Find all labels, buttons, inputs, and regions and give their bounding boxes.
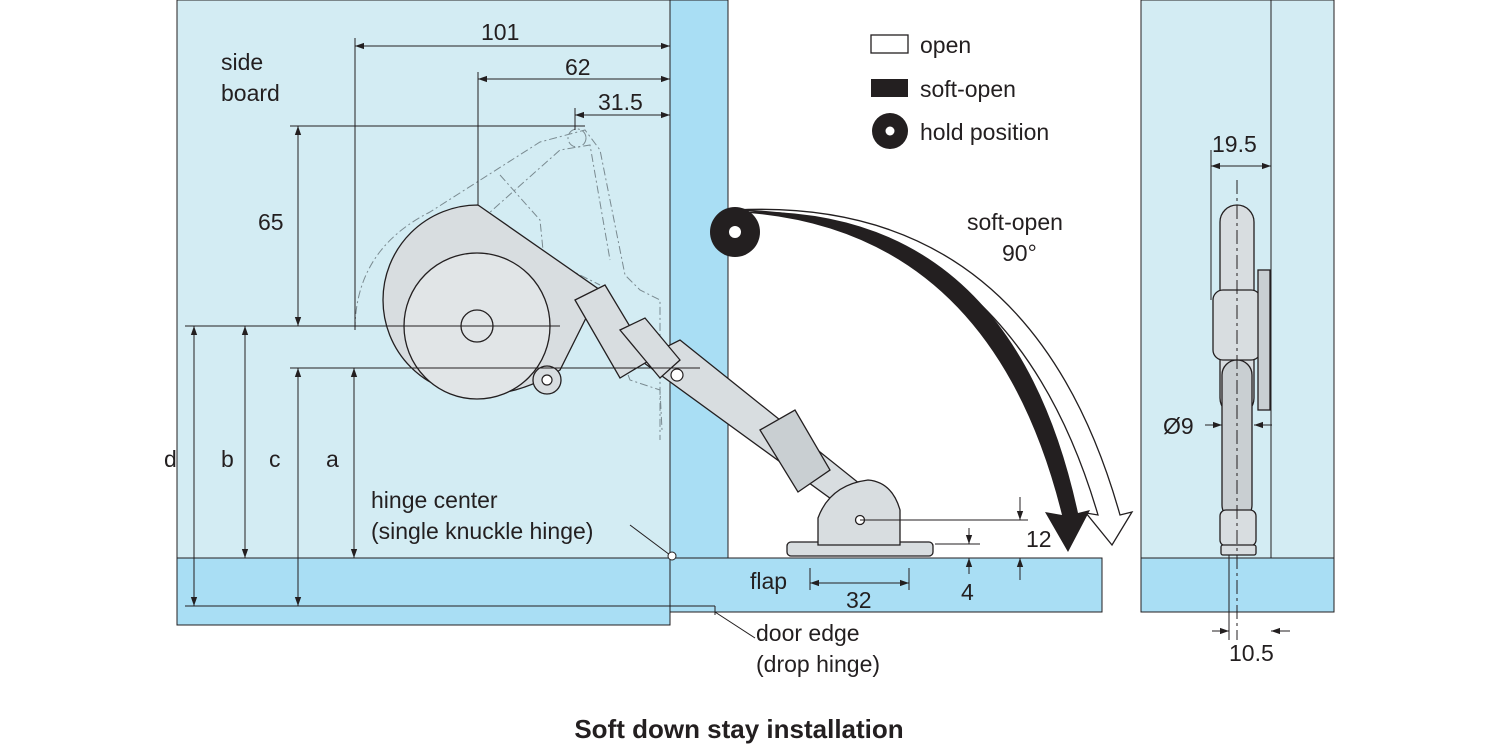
dim-b: b: [221, 446, 234, 472]
diagram-caption: Soft down stay installation: [574, 714, 903, 744]
flap-label: flap: [750, 568, 787, 594]
ghost-mechanism-outline: [354, 128, 663, 440]
hinge-center-label-line1: hinge center: [371, 487, 498, 513]
hinge-center-label-line2: (single knuckle hinge): [371, 518, 593, 544]
legend-soft-open-swatch: [871, 79, 908, 97]
flap-panel: [669, 557, 1103, 613]
dim-19-5: 19.5: [1212, 131, 1257, 157]
door-edge-label-line1: door edge: [756, 620, 860, 646]
soft-open-angle-line1: soft-open: [967, 209, 1063, 235]
cabinet-side-panel: [669, 0, 729, 559]
mechanism-body: [382, 204, 934, 557]
legend-hold-position-label: hold position: [920, 119, 1049, 145]
dimension-lines: [185, 38, 1290, 640]
side-view-panel-strip: [1270, 0, 1335, 559]
legend-soft-open-label: soft-open: [920, 76, 1016, 102]
dim-62: 62: [565, 54, 591, 80]
soft-open-angle-line2: 90°: [1002, 240, 1037, 266]
dim-31-5: 31.5: [598, 89, 643, 115]
legend-open-swatch: [870, 34, 909, 54]
bottom-board-left: [176, 557, 671, 626]
dim-101: 101: [481, 19, 519, 45]
dim-12: 12: [1026, 526, 1052, 552]
dim-d: d: [164, 446, 177, 472]
dim-c: c: [269, 446, 281, 472]
legend-open-label: open: [920, 32, 971, 58]
dim-a: a: [326, 446, 339, 472]
side-board-label-line2: board: [221, 80, 280, 106]
door-edge-label-line2: (drop hinge): [756, 651, 880, 677]
legend: open soft-open hold position: [870, 32, 1049, 149]
dim-10-5: 10.5: [1229, 640, 1274, 666]
dim-4: 4: [961, 579, 974, 605]
dim-32: 32: [846, 587, 872, 613]
dim-diameter-9: Ø9: [1163, 413, 1194, 439]
dim-65: 65: [258, 209, 284, 235]
soft-open-arc-arrow: [710, 207, 1134, 552]
side-board-label-line1: side: [221, 49, 263, 75]
